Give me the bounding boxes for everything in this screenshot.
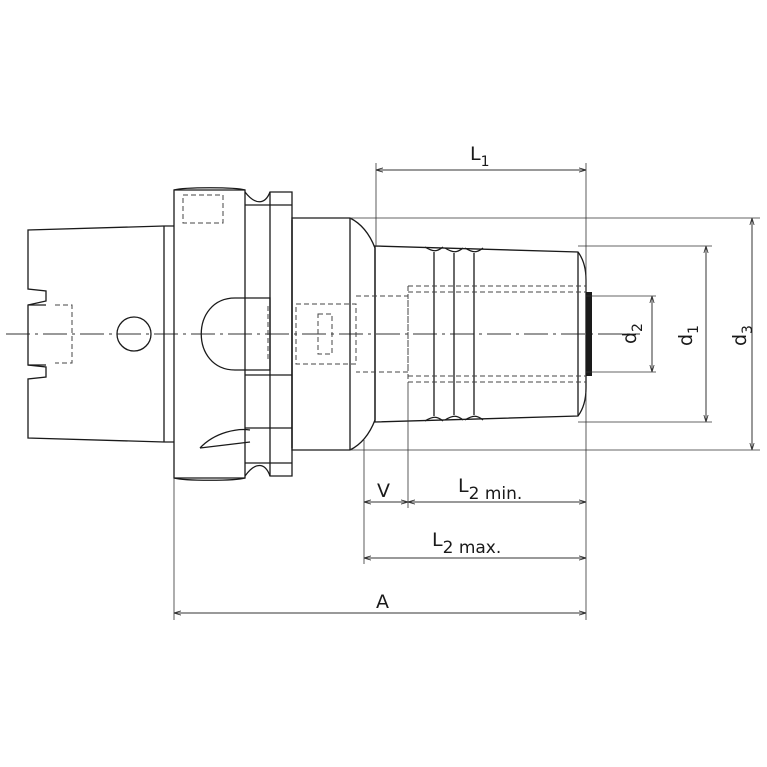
- hsk-taper-shank: [27, 225, 174, 443]
- orientation-hole: [116, 316, 152, 352]
- hidden-lines: [55, 194, 586, 383]
- tool-holder-body: [27, 187, 592, 481]
- label-A: A: [376, 591, 389, 613]
- collet-nut: [374, 245, 587, 423]
- label-d2: d2: [619, 323, 646, 344]
- label-V: V: [377, 480, 390, 502]
- label-L2min: L2 min.: [458, 475, 522, 504]
- extension-lines: [173, 163, 760, 620]
- nut-groove-1: [424, 246, 444, 422]
- nut-groove-2: [444, 247, 464, 421]
- collet-face: [586, 292, 592, 376]
- label-L1: L1: [470, 143, 490, 170]
- nut-groove-3: [464, 247, 484, 421]
- label-L2max: L2 max.: [432, 529, 501, 558]
- dimension-lines: [174, 170, 752, 613]
- drive-slot: [200, 297, 271, 371]
- label-d1: d1: [675, 325, 702, 346]
- label-d3: d3: [729, 325, 756, 346]
